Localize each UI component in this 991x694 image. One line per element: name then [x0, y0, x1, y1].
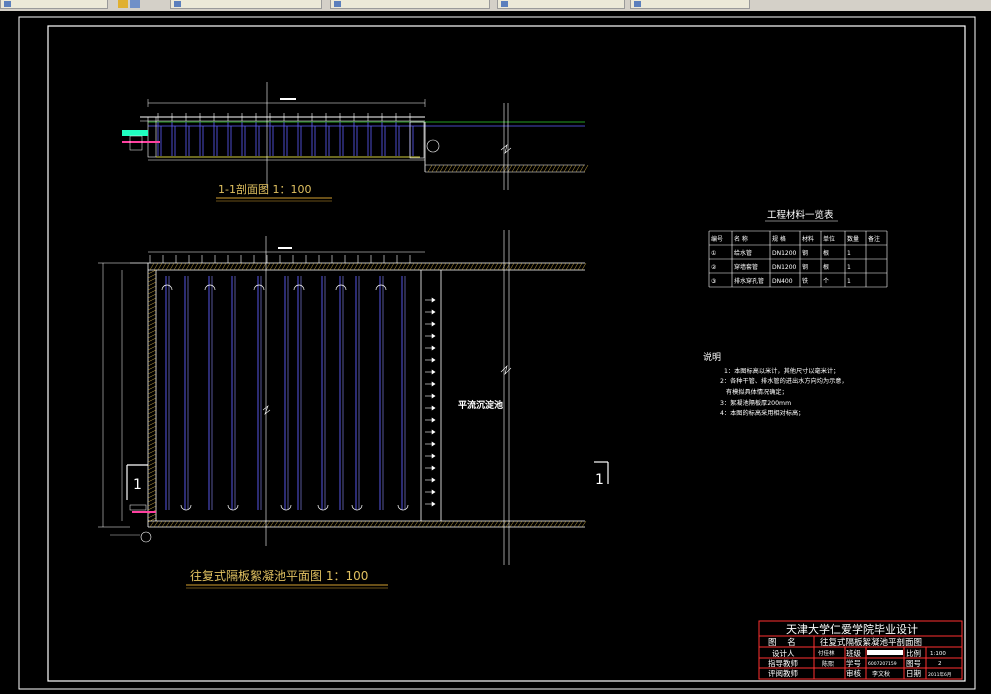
- date-label: 日期: [906, 669, 921, 678]
- school-title: 天津大学仁爱学院毕业设计: [786, 622, 918, 636]
- section-mark-left: 1: [133, 477, 142, 493]
- materials-cell: 1: [847, 250, 851, 257]
- scale-label: 比例: [906, 648, 921, 658]
- title-block: [758, 620, 963, 680]
- taskbar-button-5[interactable]: [630, 0, 750, 9]
- window-icon: [501, 1, 508, 7]
- materials-cell: 个: [823, 278, 829, 285]
- student-id-label: 学号: [846, 658, 861, 668]
- materials-cell: 给水管: [734, 249, 752, 257]
- drawing-number-value: 2: [938, 661, 942, 667]
- taskbar-button-1[interactable]: [0, 0, 108, 9]
- taskbar-button-3[interactable]: [330, 0, 490, 9]
- drawing-name-label: 图 名: [768, 637, 796, 648]
- materials-cell: DN1200: [772, 264, 797, 271]
- materials-cell: 钢: [802, 249, 808, 257]
- notes-heading: 说明: [703, 351, 721, 363]
- materials-cell: 1: [847, 264, 851, 271]
- drawing-name-value: 往复式隔板絮凝池平剖面图: [820, 637, 922, 648]
- plan-title: 往复式隔板絮凝池平面图 1：100: [190, 568, 368, 583]
- drawing-number-label: 图号: [906, 659, 921, 668]
- plan-view: [98, 230, 587, 565]
- materials-table-title: 工程材料一览表: [767, 209, 834, 221]
- section-title: 1-1剖面图 1：100: [218, 182, 311, 196]
- materials-cell: DN1200: [772, 250, 797, 257]
- materials-cell: 穿墙套管: [734, 263, 758, 271]
- cad-drawing-canvas[interactable]: 1-1剖面图 1：100: [0, 11, 991, 694]
- class-label: 班级: [846, 648, 861, 658]
- window-icon: [4, 1, 11, 7]
- materials-header-cell: 材料: [802, 235, 814, 243]
- designer-label: 设计人: [772, 648, 795, 658]
- inlet-pipe: [122, 130, 148, 136]
- window-icon: [334, 1, 341, 7]
- materials-header-cell: 数量: [847, 235, 859, 243]
- sedimentation-tank-label: 平流沉淀池: [458, 399, 503, 411]
- materials-header-cell: 规 格: [772, 235, 786, 243]
- inner-drawing-frame: [47, 25, 966, 682]
- section-mark-right: 1: [595, 472, 604, 488]
- taskbar-button-2[interactable]: [170, 0, 322, 9]
- materials-cell: 根: [823, 249, 829, 257]
- note-item-3: 有模拟具体情况确定；: [720, 388, 788, 396]
- section-view: [122, 82, 589, 190]
- note-item-2: 2：各种干管、排水管的进出水方向均为示意，: [720, 377, 848, 385]
- note-item-1: 1：本图标高以米计，其他尺寸以毫米计；: [724, 367, 839, 375]
- checker-value: 李文秋: [872, 670, 890, 678]
- materials-header-cell: 备注: [868, 235, 880, 243]
- app-tray-icon-2[interactable]: [130, 0, 140, 8]
- materials-cell: 1: [847, 278, 851, 285]
- window-icon: [634, 1, 641, 7]
- advisor-value: 陈熙: [822, 660, 834, 668]
- window-icon: [174, 1, 181, 7]
- student-id-value: 6007207159: [868, 661, 897, 667]
- reviewer-label: 评阅教师: [768, 668, 798, 678]
- app-tray-icon[interactable]: [118, 0, 128, 8]
- materials-cell: 铁: [802, 277, 808, 285]
- date-value: 2011年6月: [928, 671, 951, 678]
- scale-value: 1:100: [930, 651, 946, 657]
- checker-label: 审核: [846, 668, 861, 678]
- materials-header-cell: 单位: [823, 235, 835, 243]
- materials-cell: ①: [711, 250, 716, 257]
- materials-cell: DN400: [772, 278, 793, 285]
- taskbar: [0, 0, 991, 12]
- taskbar-button-4[interactable]: [497, 0, 625, 9]
- materials-cell: 根: [823, 263, 829, 271]
- designer-value: 付佳林: [818, 649, 835, 657]
- materials-cell: 排水穿孔管: [734, 277, 764, 285]
- outer-sheet-border: [18, 16, 976, 690]
- note-item-5: 4：本图的标高采用相对标高；: [720, 409, 804, 417]
- advisor-label: 指导教师: [768, 658, 798, 668]
- materials-cell: ②: [711, 264, 717, 271]
- materials-cell: 钢: [802, 263, 808, 271]
- note-item-4: 3：絮凝池隔板厚200mm: [720, 399, 791, 407]
- materials-header-cell: 名 称: [734, 235, 748, 243]
- materials-cell: ③: [711, 278, 716, 285]
- materials-header-cell: 编号: [711, 235, 723, 243]
